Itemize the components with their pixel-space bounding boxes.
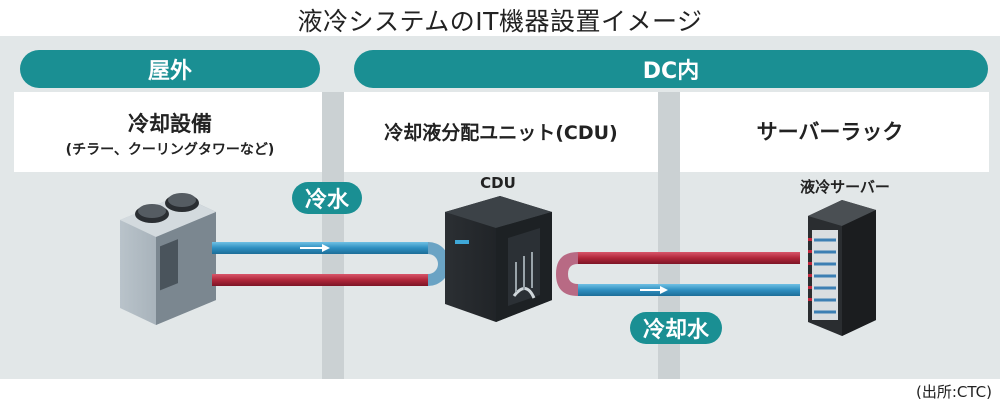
cooling-equipment-label: 冷却設備	[128, 112, 212, 136]
cold-water-badge: 冷水	[292, 182, 362, 214]
liquid-cooled-server-caption: 液冷サーバー	[800, 178, 890, 196]
server-rack-icon	[808, 200, 876, 336]
column-separator-1	[322, 92, 344, 379]
server-rack-label: サーバーラック	[756, 120, 904, 144]
cdu-icon	[445, 196, 552, 322]
coolant-loop	[556, 252, 800, 296]
header-band	[14, 92, 989, 172]
zone-dc-pill: DC内	[354, 50, 988, 88]
cdu-caption: CDU	[480, 174, 516, 192]
coolant-badge: 冷却水	[630, 312, 722, 344]
column-separator-2	[658, 92, 680, 379]
diagram-title: 液冷システムのIT機器設置イメージ	[297, 7, 703, 36]
cooling-equipment-sublabel: (チラー、クーリングタワーなど)	[65, 142, 275, 158]
chiller-icon	[120, 193, 216, 325]
source-credit: (出所:CTC)	[916, 383, 992, 401]
zone-outdoor-pill: 屋外	[20, 50, 320, 88]
cdu-section-label: 冷却液分配ユニット(CDU)	[384, 122, 618, 144]
cold-water-loop	[212, 242, 450, 286]
